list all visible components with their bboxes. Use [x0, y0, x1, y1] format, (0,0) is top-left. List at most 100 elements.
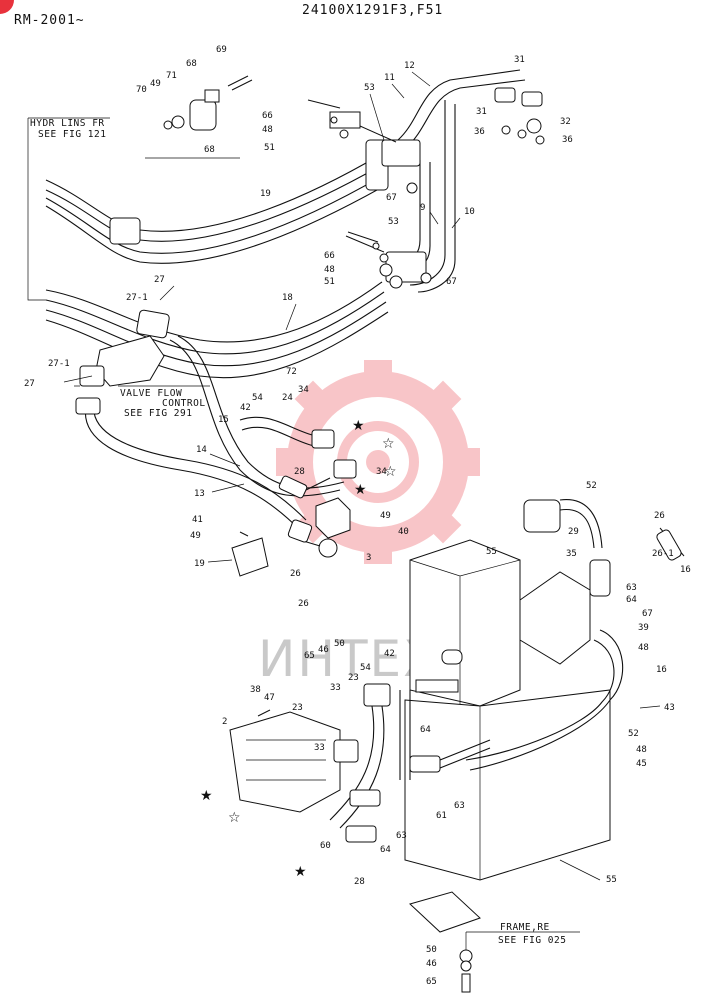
part-label: 26 [290, 569, 301, 579]
hose-16 [465, 527, 685, 771]
part-label: 60 [320, 841, 331, 851]
part-label: 42 [240, 403, 251, 413]
filled-star-icon: ★ [294, 864, 307, 880]
part-label: 70 [136, 85, 147, 95]
filled-star-icon: ★ [354, 482, 367, 498]
part-label: 27-1 [126, 293, 148, 303]
part-label: 27 [24, 379, 35, 389]
part-label: 72 [286, 367, 297, 377]
part-label: 67 [386, 193, 397, 203]
part-label: 31 [476, 107, 487, 117]
fitting-group-31-32 [494, 87, 545, 145]
part-label: 26 [654, 511, 665, 521]
part-label: 68 [186, 59, 197, 69]
part-label: 10 [464, 207, 475, 217]
part-labels: 69 68 70 49 71 68 66 48 51 53 11 12 31 3… [24, 45, 691, 987]
part-label: 69 [216, 45, 227, 55]
part-label: 23 [292, 703, 303, 713]
filled-star-icon: ★ [200, 788, 213, 804]
part-label: 28 [354, 877, 365, 887]
part-label: 63 [454, 801, 465, 811]
part-label: 45 [636, 759, 647, 769]
part-label: 15 [218, 415, 229, 425]
part-label: 33 [330, 683, 341, 693]
clamp-assembly-top [145, 75, 253, 159]
part-label: 11 [384, 73, 395, 83]
part-label: 35 [566, 549, 577, 559]
part-label: 13 [194, 489, 205, 499]
part-label: 24 [282, 393, 293, 403]
note-valve-flow-control: VALVE FLOW CONTROL SEE FIG 291 [118, 385, 210, 419]
part-label: 50 [334, 639, 345, 649]
svg-text:VALVE FLOW: VALVE FLOW [120, 388, 182, 399]
suction-hoses [329, 690, 491, 843]
part-label: 41 [192, 515, 203, 525]
part-label: 40 [398, 527, 409, 537]
part-label: 66 [262, 111, 273, 121]
part-label: 26 [298, 599, 309, 609]
part-label: 63 [626, 583, 637, 593]
part-label: 64 [380, 845, 391, 855]
part-label: 64 [626, 595, 637, 605]
star-markers: ★ ☆ ★ ☆ ★ ☆ ★ [200, 418, 397, 880]
part-label: 65 [304, 651, 315, 661]
model-range-label: RM-2001~ [14, 13, 85, 28]
part-label: 66 [324, 251, 335, 261]
part-label: 67 [446, 277, 457, 287]
block-3 [315, 497, 351, 539]
part-label: 52 [628, 729, 639, 739]
part-label: 64 [420, 725, 431, 735]
bolt-set-lower [347, 231, 389, 263]
part-label: 36 [474, 127, 485, 137]
part-label: 55 [606, 875, 617, 885]
part-label: 67 [642, 609, 653, 619]
hydraulic-tank [404, 539, 611, 881]
svg-text:SEE FIG 121: SEE FIG 121 [38, 129, 106, 140]
part-label: 27 [154, 275, 165, 285]
frame-bracket [409, 891, 481, 993]
part-label: 33 [314, 743, 325, 753]
part-label: 63 [396, 831, 407, 841]
part-label: 52 [586, 481, 597, 491]
part-label: 55 [486, 547, 497, 557]
part-label: 48 [638, 643, 649, 653]
part-label: 71 [166, 71, 177, 81]
pump-assembly [229, 683, 391, 813]
part-label: 3 [366, 553, 371, 563]
part-label: 26-1 [652, 549, 674, 559]
control-valve-52 [519, 499, 611, 665]
part-label: 12 [404, 61, 415, 71]
corner-marker [0, 0, 14, 14]
part-label: 48 [324, 265, 335, 275]
part-label: 16 [680, 565, 691, 575]
part-label: 51 [324, 277, 335, 287]
part-label: 14 [196, 445, 207, 455]
part-label: 43 [664, 703, 675, 713]
part-label: 51 [264, 143, 275, 153]
part-label: 2 [222, 717, 227, 727]
part-label: 36 [562, 135, 573, 145]
part-number-label: 24100X1291F3,F51 [302, 3, 443, 18]
part-label: 68 [204, 145, 215, 155]
part-label: 48 [636, 745, 647, 755]
part-label: 42 [384, 649, 395, 659]
flange-fitting-24 [239, 416, 357, 479]
manifold-block-upper [329, 111, 421, 167]
part-label: 38 [250, 685, 261, 695]
part-label: 47 [264, 693, 275, 703]
part-label: 39 [638, 623, 649, 633]
part-label: 34 [376, 467, 387, 477]
part-label: 49 [380, 511, 391, 521]
part-label: 49 [150, 79, 161, 89]
part-label: 65 [426, 977, 437, 987]
part-label: 23 [348, 673, 359, 683]
outline-star-icon: ☆ [384, 464, 397, 480]
connector-28 [278, 475, 331, 499]
outline-star-icon: ☆ [382, 436, 395, 452]
svg-text:FRAME,RE: FRAME,RE [500, 922, 550, 933]
part-label: 53 [364, 83, 375, 93]
part-label: 9 [420, 203, 425, 213]
part-label: 50 [426, 945, 437, 955]
svg-text:HYDR LINS FR: HYDR LINS FR [30, 118, 105, 129]
